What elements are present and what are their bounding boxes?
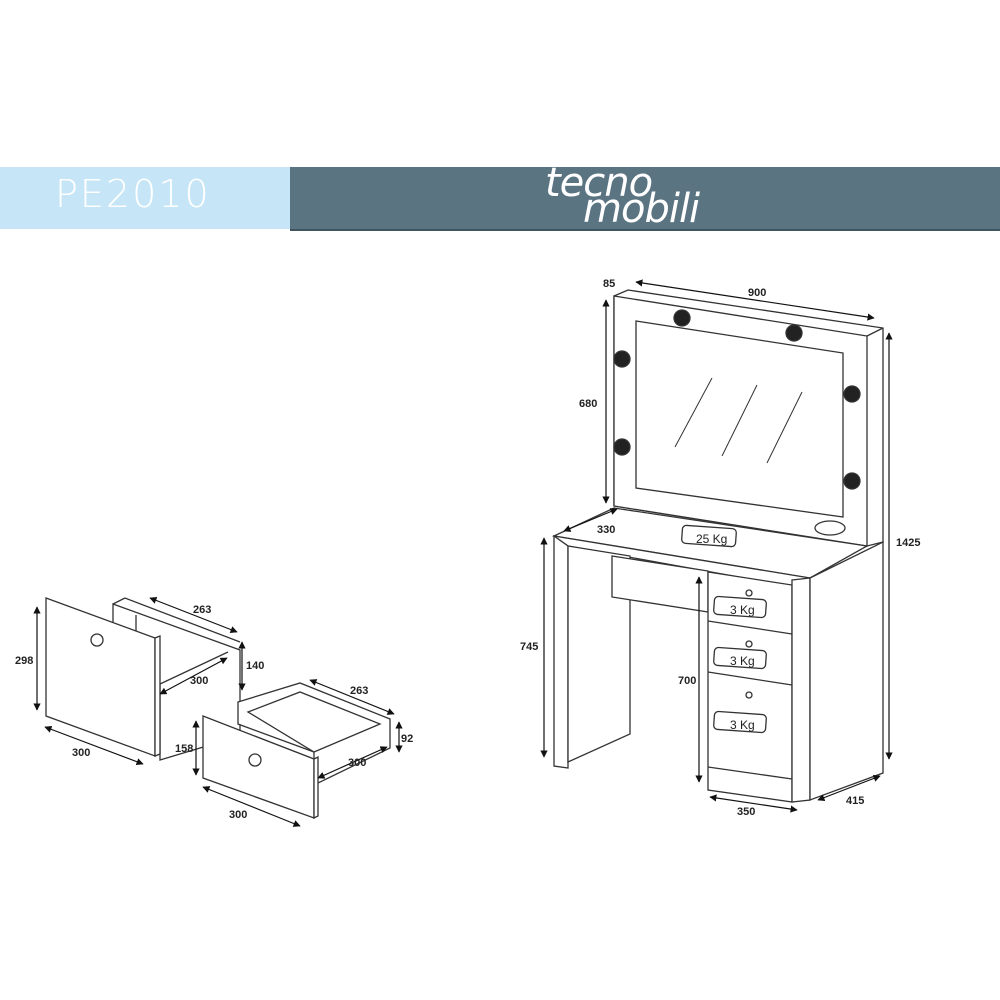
dim-small-box-depth: 263	[350, 685, 368, 697]
header-model-band	[0, 167, 290, 229]
vanity-drawing	[551, 289, 884, 803]
dim-large-box-depth: 263	[193, 604, 211, 616]
dim-mirror-width: 900	[748, 287, 766, 299]
load-label-drawer1: 3 Kg	[730, 603, 755, 617]
dim-small-inner-length: 300	[348, 757, 366, 769]
dim-mirror-depth: 85	[603, 278, 615, 290]
dim-large-box-height: 140	[246, 660, 264, 672]
load-label-top: 25 Kg	[696, 532, 727, 546]
dim-desk-depth: 330	[597, 524, 615, 536]
dim-total-depth: 415	[846, 795, 864, 807]
dim-large-front-height: 298	[15, 655, 33, 667]
dim-large-inner-length: 300	[190, 675, 208, 687]
brand-logo-line1: tecno	[545, 160, 653, 206]
header-brand-band	[290, 167, 1000, 231]
model-code: PE2010	[55, 172, 211, 216]
dim-small-box-height: 92	[401, 733, 413, 745]
load-label-drawer2: 3 Kg	[730, 654, 755, 668]
dim-total-height: 1425	[896, 537, 920, 549]
dim-drawer-unit-width: 350	[737, 806, 755, 818]
dim-small-front-width: 300	[229, 809, 247, 821]
dim-drawer-unit-height: 700	[678, 675, 696, 687]
load-label-drawer3: 3 Kg	[730, 718, 755, 732]
power-socket-icon	[814, 520, 846, 536]
left-leg	[553, 534, 569, 769]
dim-large-front-width: 300	[72, 747, 90, 759]
dim-mirror-height: 680	[579, 398, 597, 410]
vanity-dimension-lines	[540, 279, 893, 813]
drawer-handles	[681, 524, 767, 734]
dim-desk-height: 745	[520, 641, 538, 653]
brand-logo-line2: mobili	[583, 186, 700, 232]
mirror-glass	[635, 320, 844, 518]
dim-small-front-height: 158	[175, 743, 193, 755]
